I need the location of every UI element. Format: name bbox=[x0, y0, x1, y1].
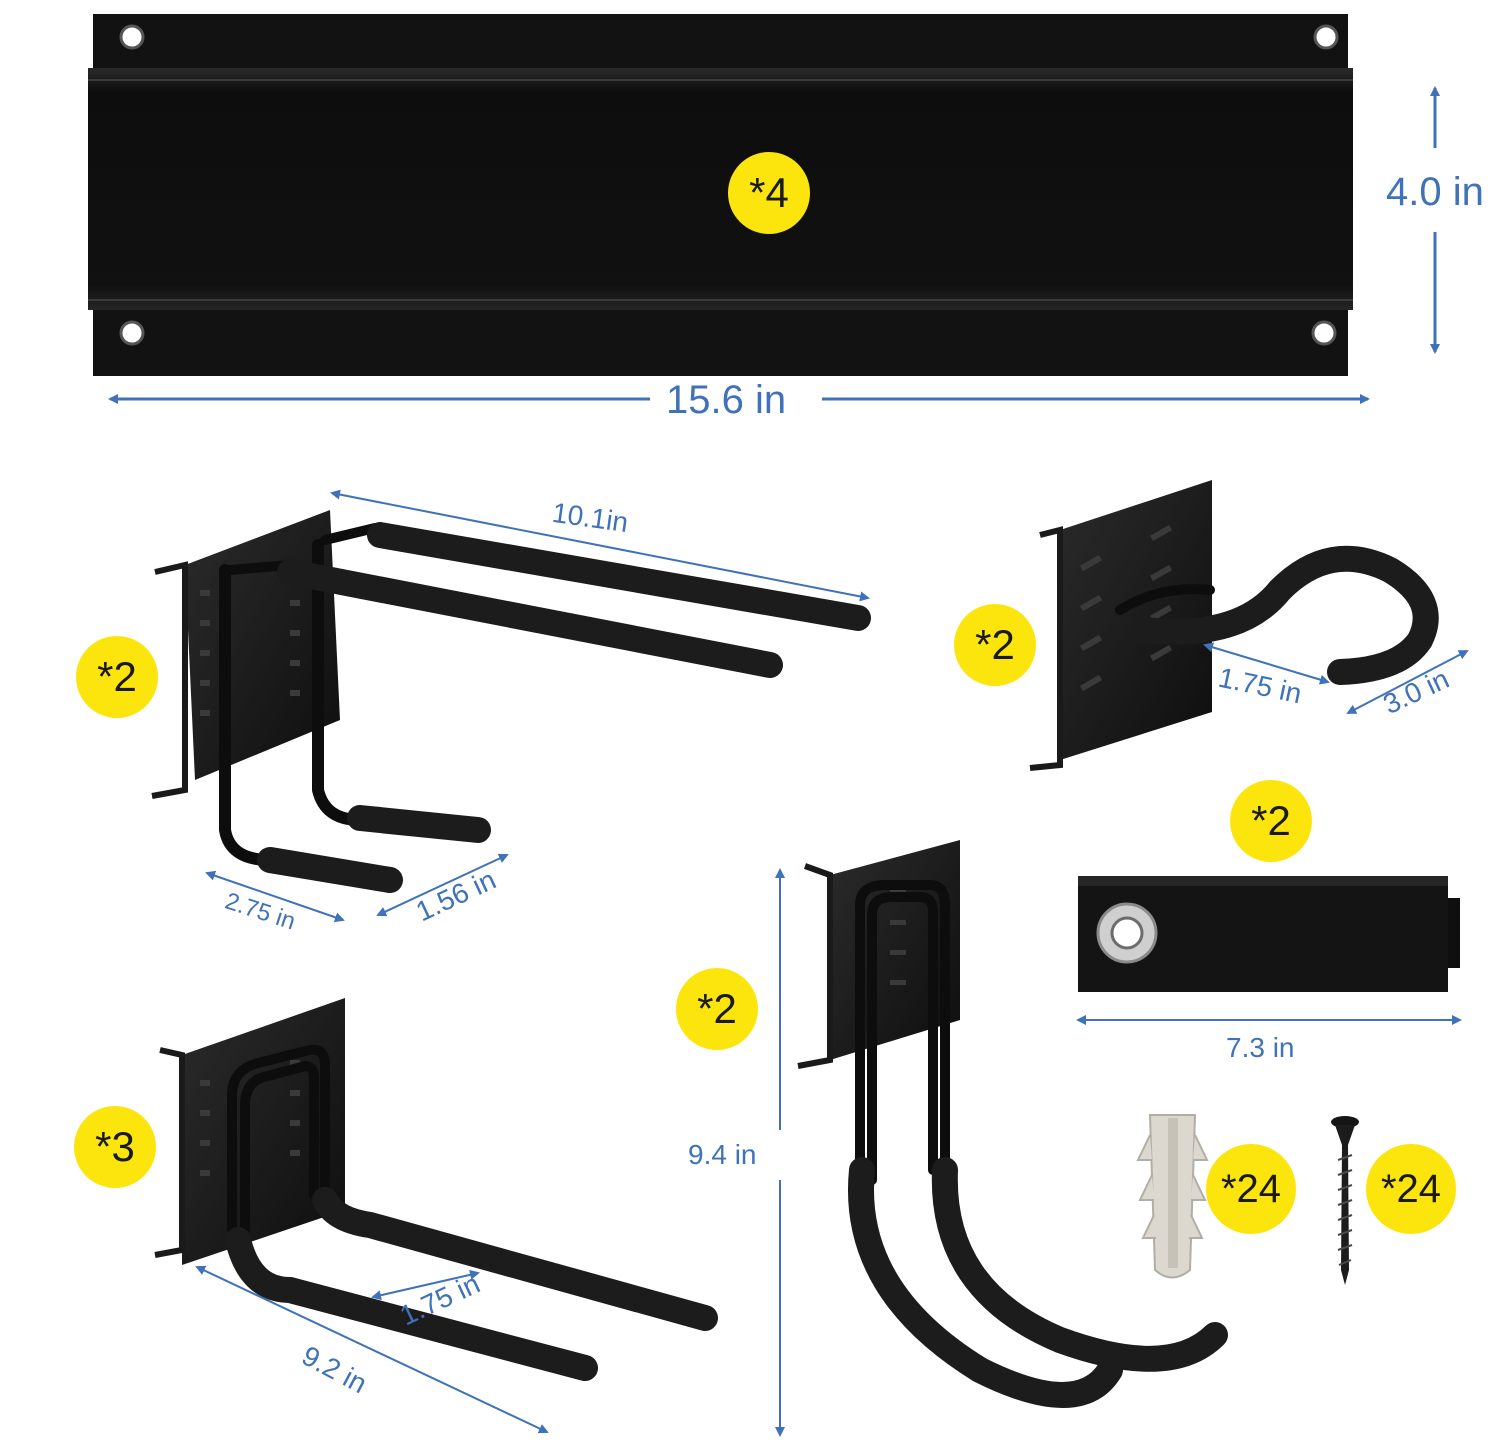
u-hook-graphic bbox=[154, 998, 718, 1381]
rail-height-label: 4.0 in bbox=[1386, 170, 1484, 214]
tall-hook-height-label: 9.4 in bbox=[688, 1139, 757, 1170]
rail-width-label: 15.6 in bbox=[666, 378, 787, 422]
rail-screw-hole bbox=[119, 24, 145, 50]
anchor-quantity-badge: *24 bbox=[1206, 1144, 1296, 1234]
u-hook-dimension-lines bbox=[195, 1265, 549, 1434]
double-hook-quantity-badge: *2 bbox=[76, 636, 158, 718]
strap-length-label: 7.3 in bbox=[1226, 1032, 1295, 1063]
rail-graphic bbox=[88, 14, 1353, 376]
u-hook-quantity-badge: *3 bbox=[74, 1106, 156, 1188]
tall-hook-foam bbox=[848, 1157, 1228, 1408]
strap-graphic bbox=[1078, 876, 1460, 992]
rail-screw-hole bbox=[1313, 24, 1339, 50]
j-hook-dimension-lines bbox=[1203, 642, 1469, 714]
j-hook-graphic bbox=[1029, 480, 1439, 771]
screw-quantity-badge: *24 bbox=[1366, 1144, 1456, 1234]
rail-screw-hole bbox=[119, 320, 145, 346]
double-hook-dimension-lines bbox=[205, 489, 870, 923]
double-hook-foam bbox=[257, 522, 871, 893]
tall-hook-graphic bbox=[797, 840, 1228, 1408]
strap-quantity-badge: *2 bbox=[1230, 780, 1312, 862]
rail-screw-hole bbox=[1311, 320, 1337, 346]
screw-graphic bbox=[1331, 1116, 1359, 1285]
rail-quantity-badge: *4 bbox=[728, 152, 810, 234]
j-hook-plate bbox=[1060, 480, 1212, 760]
tall-hook-quantity-badge: *2 bbox=[676, 968, 758, 1050]
wall-anchor-graphic bbox=[1136, 1114, 1209, 1279]
rail-channel bbox=[88, 68, 1353, 310]
double-hook-graphic bbox=[151, 510, 871, 893]
rail-dimension-lines bbox=[108, 86, 1440, 404]
j-hook-quantity-badge: *2 bbox=[954, 604, 1036, 686]
